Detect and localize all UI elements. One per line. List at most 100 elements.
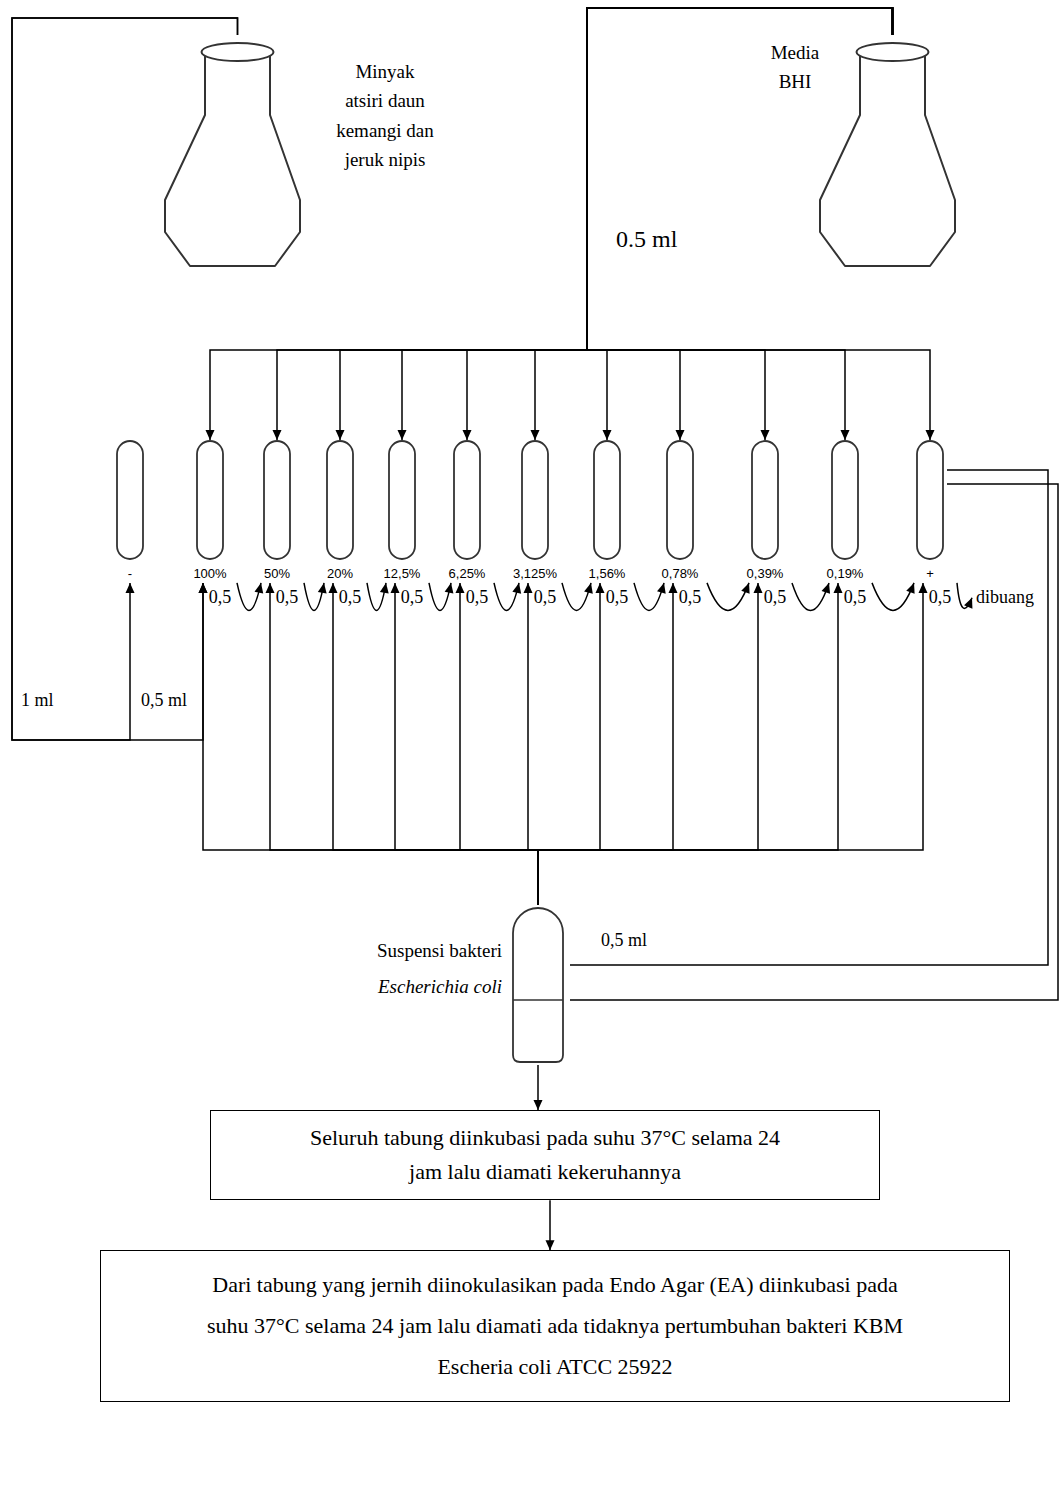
arrowhead [657,583,666,594]
test-tube-outline [453,440,481,560]
arrowhead [456,583,465,593]
connector-line [270,583,538,905]
connector [872,583,915,611]
arrowhead [126,583,135,593]
volume-label: 0.5 ml [615,225,678,254]
connector [199,583,539,905]
test-tube-body [522,441,548,559]
arrowhead [463,430,472,440]
suspension-label: Suspensi bakteri [360,933,502,969]
arrowhead [329,583,338,593]
connector-line [203,583,538,905]
test-tube-body [752,441,778,559]
concentration-label: 1,56% [587,566,628,583]
connector [538,583,843,905]
test-tube-body [454,441,480,559]
concentration-label: 3,125% [511,566,560,583]
connector-line [707,583,749,611]
connector-line [634,583,664,611]
connector [398,8,893,440]
volume-label: 0,5 ml [600,930,648,952]
connector-line [528,583,538,905]
arrowhead [391,583,400,593]
concentration-label: 0,39% [745,566,786,583]
test-tube-outline [521,440,549,560]
arrowhead [336,430,345,440]
test-tube-node: 0,39% [745,440,786,583]
test-tube-node: + [913,440,947,583]
arrowhead [906,583,914,594]
flask-body [820,52,955,266]
arrowhead [964,598,972,609]
test-tube-body [594,441,620,559]
suspension-tube-body [513,908,563,1062]
volume-label: 0,5 ml [140,690,188,712]
test-tube-node: 1,56% [587,440,628,583]
process-text: Dari tabung yang jernih diinokulasikan p… [191,1265,919,1387]
arrowhead [754,583,763,593]
connector-line [494,583,519,611]
arrowhead [199,583,208,593]
flask-rim [857,43,929,61]
connector [570,484,1058,1000]
test-tube-outline [196,440,224,560]
connector-line [395,583,538,905]
test-tube-node: 3,125% [511,440,560,583]
connector-line [872,583,914,611]
test-tube-body [327,441,353,559]
concentration-label: - [113,566,147,583]
arrowhead [841,430,850,440]
test-tube-node: - [113,440,147,583]
discard-curve [957,583,972,608]
arrowhead [273,430,282,440]
flask-node: Media BHI [760,35,970,270]
concentration-label: 6,25% [447,566,488,583]
concentration-label: 100% [191,566,229,583]
arrowhead [445,583,454,594]
arrowhead [669,583,678,593]
connector [634,583,666,611]
connector [570,470,1048,965]
connector [456,583,539,905]
test-tube-outline [593,440,621,560]
arrowhead [512,583,521,594]
arrowhead [199,583,208,593]
connector-line [367,583,386,611]
concentration-label: + [913,566,947,583]
test-tube-outline [388,440,416,560]
test-tube-body [389,441,415,559]
suspension-tube-node: Suspensi bakteriEscherichia coli [360,905,570,1065]
volume-label: 0,5 [275,587,300,609]
discard-arrow [957,583,972,609]
volume-label: 0,5 [338,587,363,609]
arrowhead [534,1100,543,1110]
test-tube-node: 0,19% [825,440,866,583]
test-tube-node: 0,78% [660,440,701,583]
test-tube-outline [916,440,944,560]
connector [538,583,928,905]
arrowhead [531,430,540,440]
test-tube-outline [263,440,291,560]
connector-line [562,583,591,611]
connector-line [538,583,838,905]
connector [429,583,453,611]
test-tube-outline [831,440,859,560]
arrowhead [546,1240,555,1250]
test-tube-node: 20% [323,440,357,583]
test-tube-outline [666,440,694,560]
arrowhead [584,583,593,594]
volume-label: 0,5 [208,587,233,609]
flask-label: Minyak atsiri daun kemangi dan jeruk nip… [335,57,435,175]
arrowhead [266,583,275,593]
concentration-label: 0,78% [660,566,701,583]
connector-line [210,8,893,440]
volume-label: 0,5 [763,587,788,609]
connector-line [402,8,893,440]
arrowhead [596,583,605,593]
arrowhead [524,583,533,593]
flask-label: Media BHI [760,39,830,96]
flask-outline [815,40,961,270]
flask-outline [160,40,306,270]
test-tube-outline [116,440,144,560]
